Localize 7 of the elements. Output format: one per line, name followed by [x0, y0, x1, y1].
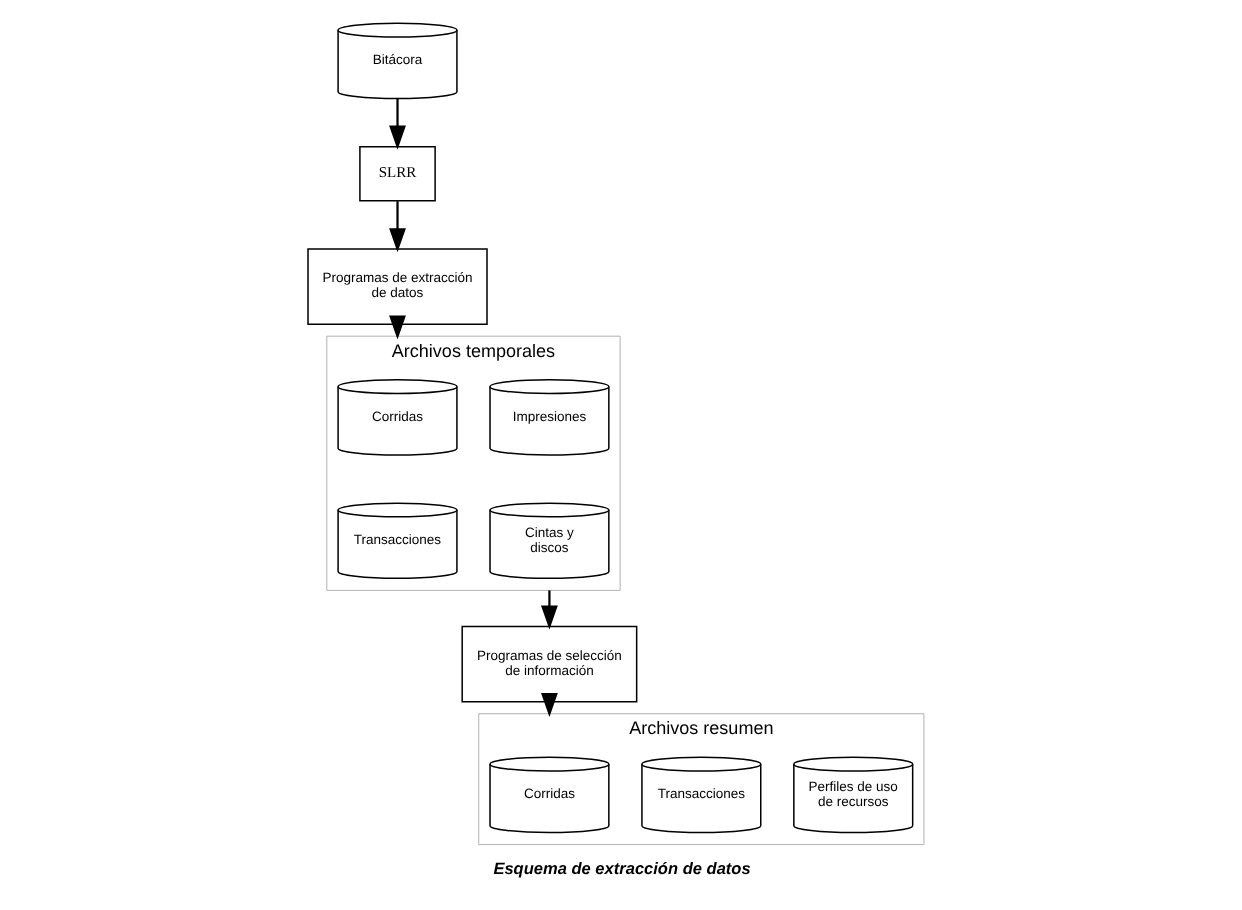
arrow [388, 201, 405, 253]
caption: Esquema de extracción de datos [492, 860, 750, 879]
node-box: SLRR [358, 145, 435, 202]
arrow [388, 315, 405, 340]
arrow [540, 693, 557, 718]
arrow [540, 590, 557, 630]
arrow [388, 99, 405, 150]
